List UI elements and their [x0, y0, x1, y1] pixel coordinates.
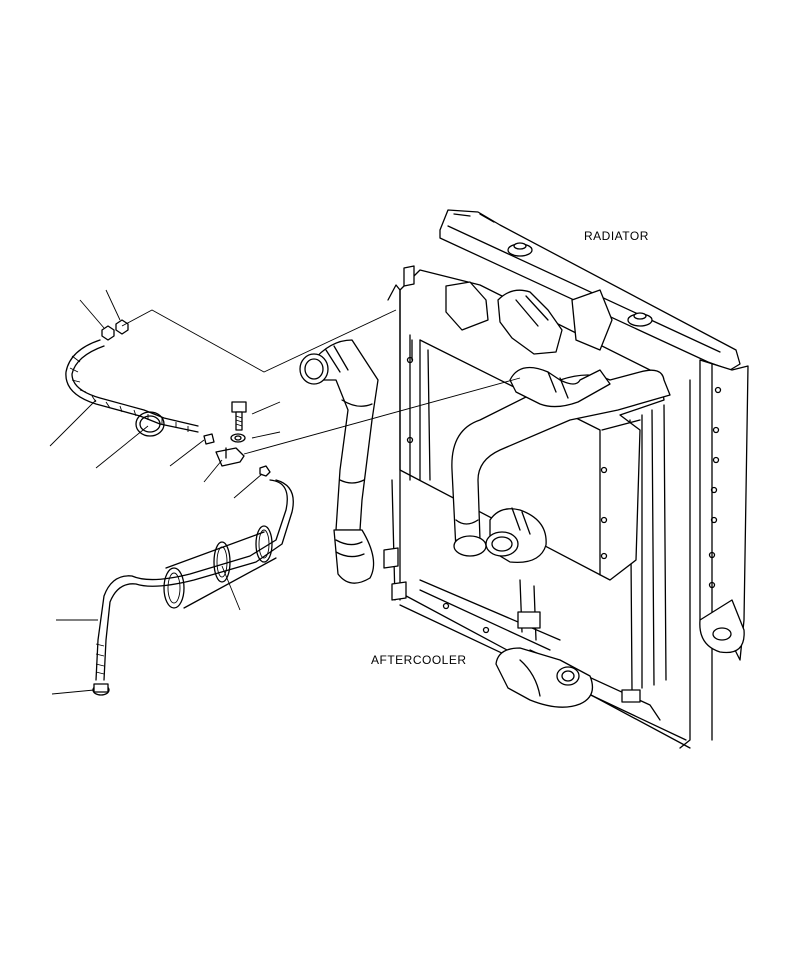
aftercooler-label: AFTERCOOLER	[371, 653, 467, 667]
radiator-label: RADIATOR	[584, 229, 649, 243]
intake-piping	[299, 281, 671, 708]
leader-lines	[49, 289, 521, 695]
exploded-parts	[65, 319, 294, 696]
